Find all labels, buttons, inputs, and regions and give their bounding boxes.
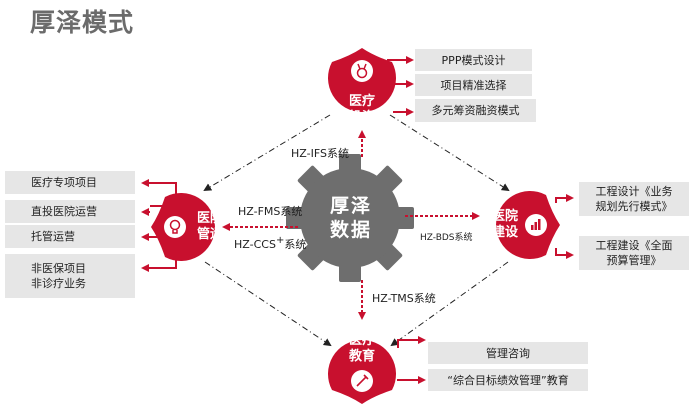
info-box-engineering-design: 工程设计《业务 规划先行模式》 (579, 182, 689, 216)
info-box-project-selection: 项目精准选择 (415, 74, 532, 96)
node-investment (328, 48, 396, 112)
info-box-trust-operation: 托管运营 (5, 225, 135, 248)
info-box-ppp: PPP模式设计 (415, 49, 532, 71)
center-label: 厚泽 数据 (305, 194, 397, 242)
system-label-tms: HZ-TMS系统 (372, 292, 436, 305)
system-label-ccs: HZ-CCS+系统 (234, 235, 307, 251)
lightbulb-icon (169, 219, 181, 234)
connector-construction-education (390, 261, 509, 347)
info-box-non-insurance-line2: 非诊疗业务 (31, 277, 86, 290)
pencil-icon (356, 374, 369, 387)
info-box-non-insurance: 非医保项目 非诊疗业务 (5, 254, 135, 298)
medal-icon (356, 63, 368, 79)
info-box-special-projects: 医疗专项项目 (5, 171, 135, 194)
node-education-line1: 医疗 (348, 333, 375, 348)
connector-investment-ops (203, 114, 331, 192)
center-line2: 数据 (329, 219, 372, 241)
node-investment-line2: 投资 (348, 110, 375, 125)
node-education-line2: 教育 (348, 349, 375, 364)
gear-icon (286, 154, 414, 282)
info-box-engineering-construction-line1: 工程建设《全面 (595, 239, 673, 252)
info-box-direct-investment: 直投医院运营 (5, 200, 135, 223)
info-box-performance-education: “综合目标绩效管理”教育 (428, 369, 588, 391)
node-investment-line1: 医疗 (348, 94, 375, 109)
info-box-management-consulting: 管理咨询 (428, 342, 588, 364)
node-label-education: 医疗 教育 (342, 333, 382, 365)
node-construction-line2: 建设 (491, 225, 518, 240)
node-construction-line1: 医院 (491, 209, 518, 224)
page-title: 厚泽模式 (30, 8, 135, 37)
system-label-ccs-suffix: 系统 (284, 238, 307, 251)
node-hospital-ops-line2: 管运 (196, 227, 223, 242)
info-box-engineering-design-line1: 工程设计《业务 (595, 185, 673, 198)
info-box-engineering-design-line2: 规划先行模式》 (595, 200, 673, 213)
system-label-fms: HZ-FMS系统 (238, 205, 303, 218)
system-label-ccs-name: HZ-CCS (234, 238, 276, 251)
node-hospital-ops-line1: 医院 (196, 211, 223, 226)
node-label-construction: 医院 建设 (485, 209, 525, 241)
info-box-engineering-construction: 工程建设《全面 预算管理》 (579, 236, 689, 270)
bar-chart-icon (531, 219, 541, 230)
info-box-engineering-construction-line2: 预算管理》 (606, 254, 662, 267)
connector-investment-construction (389, 114, 510, 192)
connector-ops-education (204, 261, 332, 347)
system-label-bds: HZ-BDS系统 (420, 233, 473, 243)
data-flow-arrows (222, 130, 480, 320)
diamond-connectors (203, 114, 510, 347)
box-connectors (141, 56, 574, 384)
info-box-non-insurance-line1: 非医保项目 (31, 262, 86, 275)
system-label-ifs: HZ-IFS系统 (291, 147, 349, 160)
node-hospital-ops (151, 193, 215, 261)
center-line1: 厚泽 (329, 195, 372, 217)
node-label-investment: 医疗 投资 (342, 94, 382, 126)
info-box-financing: 多元筹资融资模式 (415, 99, 536, 122)
node-label-hospital-ops: 医院 管运 (190, 211, 230, 243)
node-education (328, 340, 396, 404)
